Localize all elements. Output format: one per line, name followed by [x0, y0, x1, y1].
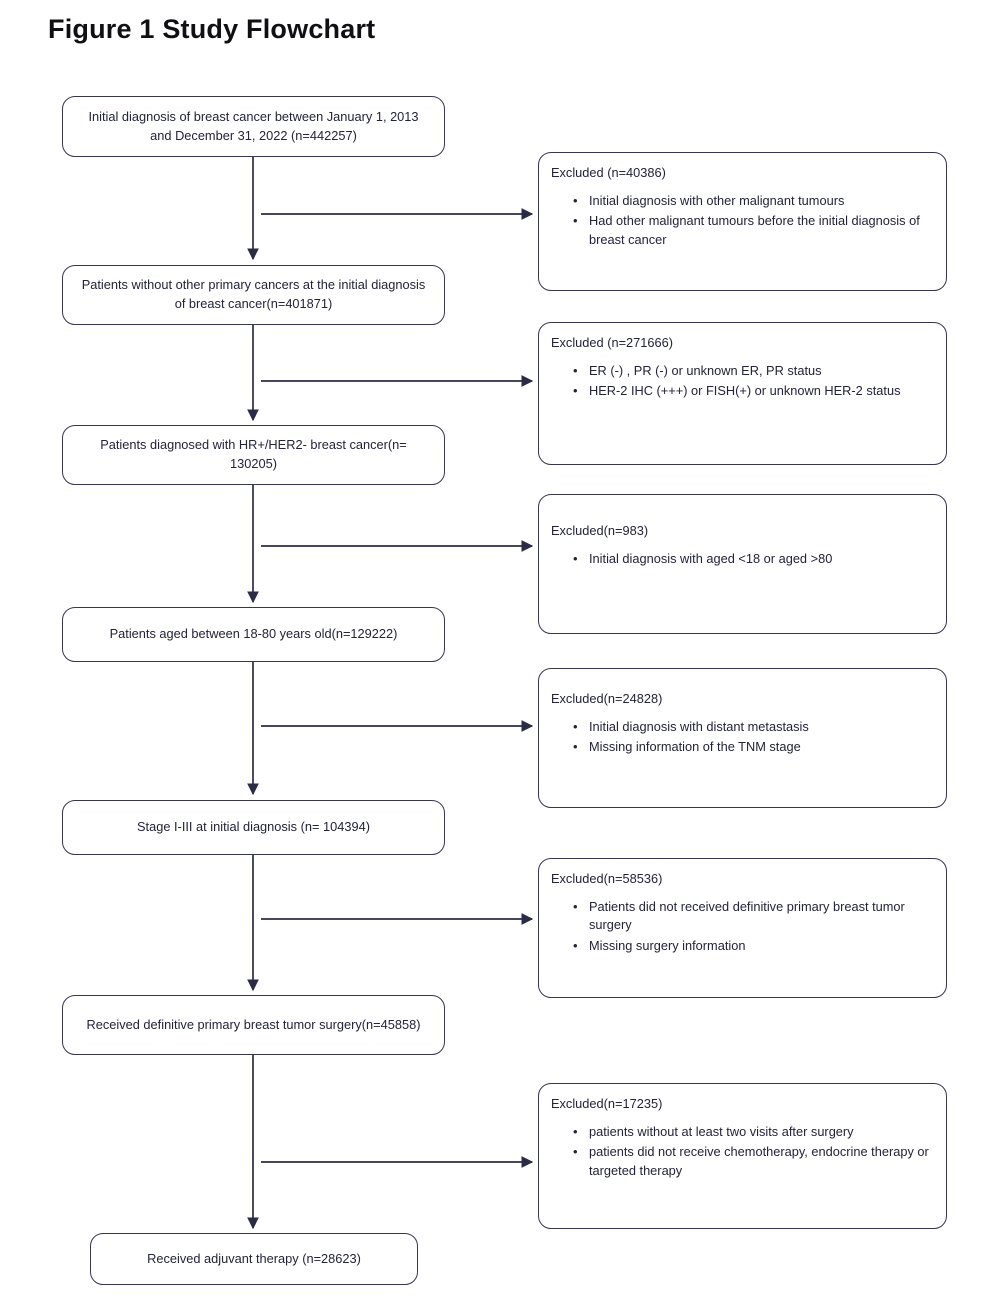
list-item: • Missing surgery information [573, 937, 930, 956]
node-excluded-other-malignant-tumours[interactable]: Excluded (n=40386) • Initial diagnosis wi… [538, 152, 947, 291]
node-label: Received definitive primary breast tumor… [86, 1016, 421, 1032]
node-stage-i-iii[interactable]: Stage I-III at initial diagnosis (n= 104… [62, 800, 445, 855]
list-item: • Initial diagnosis with other malignant … [573, 192, 930, 211]
list-item-label: patients without at least two visits aft… [589, 1123, 854, 1139]
excluded-reason-list: • Initial diagnosis with other malignant … [549, 192, 936, 250]
list-item: • HER-2 IHC (+++) or FISH(+) or unknown H… [573, 382, 930, 401]
excluded-heading: Excluded (n=271666) [551, 335, 674, 350]
bullet-icon: • [573, 1123, 578, 1139]
bullet-icon: • [573, 718, 578, 734]
excluded-heading: Excluded(n=58536) [551, 871, 663, 886]
node-definitive-surgery[interactable]: Received definitive primary breast tumor… [62, 995, 445, 1055]
list-item-label: HER-2 IHC (+++) or FISH(+) or unknown HE… [589, 383, 901, 399]
excluded-reason-list: • Patients did not received definitive pr… [549, 898, 936, 956]
node-excluded-age[interactable]: Excluded(n=983) • Initial diagnosis with … [538, 494, 947, 634]
list-item: • Had other malignant tumours before the … [573, 212, 930, 249]
excluded-heading: Excluded (n=40386) [551, 165, 666, 180]
node-excluded-metastasis-tnm[interactable]: Excluded(n=24828) • Initial diagnosis wit… [538, 668, 947, 808]
node-label: Patients diagnosed with HR+/HER2- breast… [100, 437, 407, 471]
bullet-icon: • [573, 192, 578, 208]
node-label: Stage I-III at initial diagnosis (n= 104… [137, 819, 370, 835]
list-item-label: Initial diagnosis with other malignant t… [589, 192, 845, 208]
excluded-heading: Excluded(n=983) [551, 523, 649, 538]
node-no-other-primary-cancers[interactable]: Patients without other primary cancers a… [62, 265, 445, 325]
node-label: Patients without other primary cancers a… [81, 277, 426, 311]
list-item: • Patients did not received definitive pr… [573, 898, 930, 935]
list-item-label: Initial diagnosis with aged <18 or aged … [589, 550, 833, 566]
list-item-label: Had other malignant tumours before the i… [589, 213, 920, 247]
bullet-icon: • [573, 550, 578, 566]
list-item-label: ER (-) , PR (-) or unknown ER, PR status [589, 362, 822, 378]
bullet-icon: • [573, 213, 578, 229]
list-item-label: Missing surgery information [589, 937, 746, 953]
node-initial-diagnosis[interactable]: Initial diagnosis of breast cancer betwe… [62, 96, 445, 157]
bullet-icon: • [573, 1144, 578, 1160]
node-excluded-receptor-status[interactable]: Excluded (n=271666) • ER (-) , PR (-) or … [538, 322, 947, 465]
list-item-label: Missing information of the TNM stage [589, 739, 801, 755]
list-item: • patients did not receive chemotherapy, … [573, 1143, 930, 1180]
node-age-18-80[interactable]: Patients aged between 18-80 years old(n=… [62, 607, 445, 662]
excluded-reason-list: • Initial diagnosis with distant metastas… [549, 718, 936, 757]
excluded-heading: Excluded(n=17235) [551, 1096, 663, 1111]
excluded-reason-list: • Initial diagnosis with aged <18 or aged… [549, 550, 936, 569]
excluded-heading: Excluded(n=24828) [551, 691, 663, 706]
bullet-icon: • [573, 898, 578, 914]
list-item-label: Patients did not received definitive pri… [589, 898, 905, 933]
node-excluded-surgery[interactable]: Excluded(n=58536) • Patients did not rece… [538, 858, 947, 998]
node-excluded-visits-therapy[interactable]: Excluded(n=17235) • patients without at l… [538, 1083, 947, 1229]
bullet-icon: • [573, 362, 578, 378]
list-item: • Missing information of the TNM stage [573, 738, 930, 757]
excluded-reason-list: • patients without at least two visits af… [549, 1123, 936, 1181]
list-item-label: patients did not receive chemotherapy, e… [589, 1144, 929, 1178]
page-title: Figure 1 Study Flowchart [48, 14, 376, 44]
bullet-icon: • [573, 739, 578, 755]
list-item-label: Initial diagnosis with distant metastasi… [589, 718, 809, 734]
list-item: • ER (-) , PR (-) or unknown ER, PR statu… [573, 362, 930, 381]
node-hr-positive-her2-negative[interactable]: Patients diagnosed with HR+/HER2- breast… [62, 425, 445, 485]
list-item: • patients without at least two visits af… [573, 1123, 930, 1142]
node-label: Patients aged between 18-80 years old(n=… [109, 626, 398, 642]
node-adjuvant-therapy[interactable]: Received adjuvant therapy (n=28623) [90, 1233, 418, 1285]
list-item: • Initial diagnosis with distant metastas… [573, 718, 930, 737]
node-label: Initial diagnosis of breast cancer betwe… [88, 108, 419, 143]
excluded-reason-list: • ER (-) , PR (-) or unknown ER, PR statu… [549, 362, 936, 401]
bullet-icon: • [573, 937, 578, 953]
list-item: • Initial diagnosis with aged <18 or aged… [573, 550, 930, 569]
bullet-icon: • [573, 383, 578, 399]
node-label: Received adjuvant therapy (n=28623) [147, 1250, 361, 1266]
